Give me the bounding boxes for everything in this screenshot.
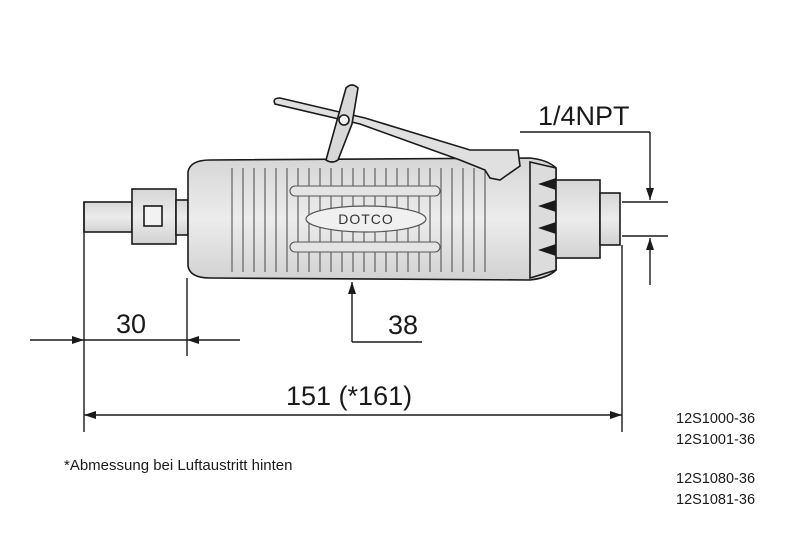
rear-teeth <box>538 178 556 256</box>
footnote: *Abmessung bei Luftaustritt hinten <box>64 457 293 474</box>
inlet-hex <box>599 192 621 246</box>
dim-30-label: 30 <box>116 309 146 339</box>
dim-38-label: 38 <box>388 310 418 340</box>
lever-pivot <box>338 114 350 126</box>
model-number: 12S1081-36 <box>676 492 756 508</box>
dim-151-label: 151 (*161) <box>286 381 412 411</box>
model-number: 12S1001-36 <box>676 432 756 448</box>
model-list: 12S1000-36 12S1001-36 12S1080-36 12S1081… <box>676 409 755 511</box>
inlet-collar <box>555 179 601 259</box>
dimensions <box>30 131 668 432</box>
grinder-tool <box>83 84 621 281</box>
collet-shank <box>83 201 133 233</box>
brand-badge <box>305 205 427 233</box>
model-number: 12S1000-36 <box>676 411 756 427</box>
throttle-lever <box>273 97 521 181</box>
spindle-neck <box>175 199 189 236</box>
model-number: 12S1080-36 <box>676 471 756 487</box>
grip-band-bottom <box>289 241 441 253</box>
collet-nut-flat <box>143 205 163 227</box>
grip-band-top <box>289 185 441 197</box>
brand-label: DOTCO <box>338 211 394 227</box>
thread-label: 1/4NPT <box>538 101 630 131</box>
